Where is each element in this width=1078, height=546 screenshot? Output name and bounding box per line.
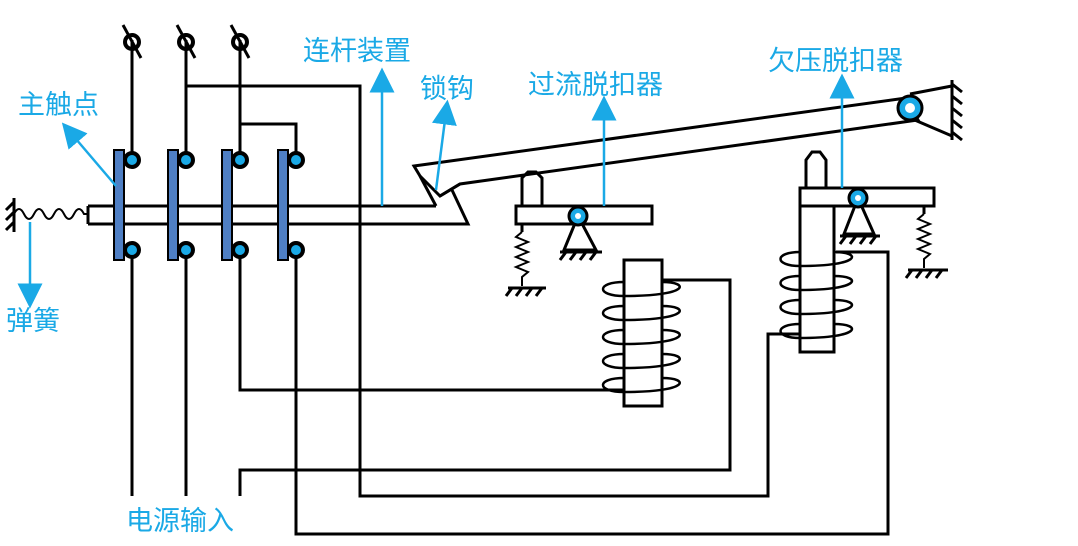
undervoltage-release-label: 欠压脱扣器 [768, 46, 903, 77]
right-pivot-support [909, 80, 963, 142]
power-input-label: 电源输入 [126, 506, 234, 537]
undervoltage-release [779, 150, 948, 354]
linkage-bar [86, 175, 471, 226]
latch-label: 锁钩 [420, 74, 474, 105]
overcurrent-release-label: 过流脱扣器 [528, 70, 663, 101]
overcurrent-release [504, 170, 681, 408]
contact-terminals [123, 151, 305, 259]
main-contacts [113, 149, 289, 261]
control-wiring [186, 84, 890, 536]
spring-label: 弹簧 [6, 306, 60, 337]
return-spring [4, 198, 88, 232]
phase-terminals [121, 24, 251, 158]
linkage-label: 连杆装置 [303, 36, 411, 67]
label-arrows [17, 67, 855, 309]
main-contact-label: 主触点 [18, 90, 99, 121]
power-input-conductors [130, 252, 188, 496]
